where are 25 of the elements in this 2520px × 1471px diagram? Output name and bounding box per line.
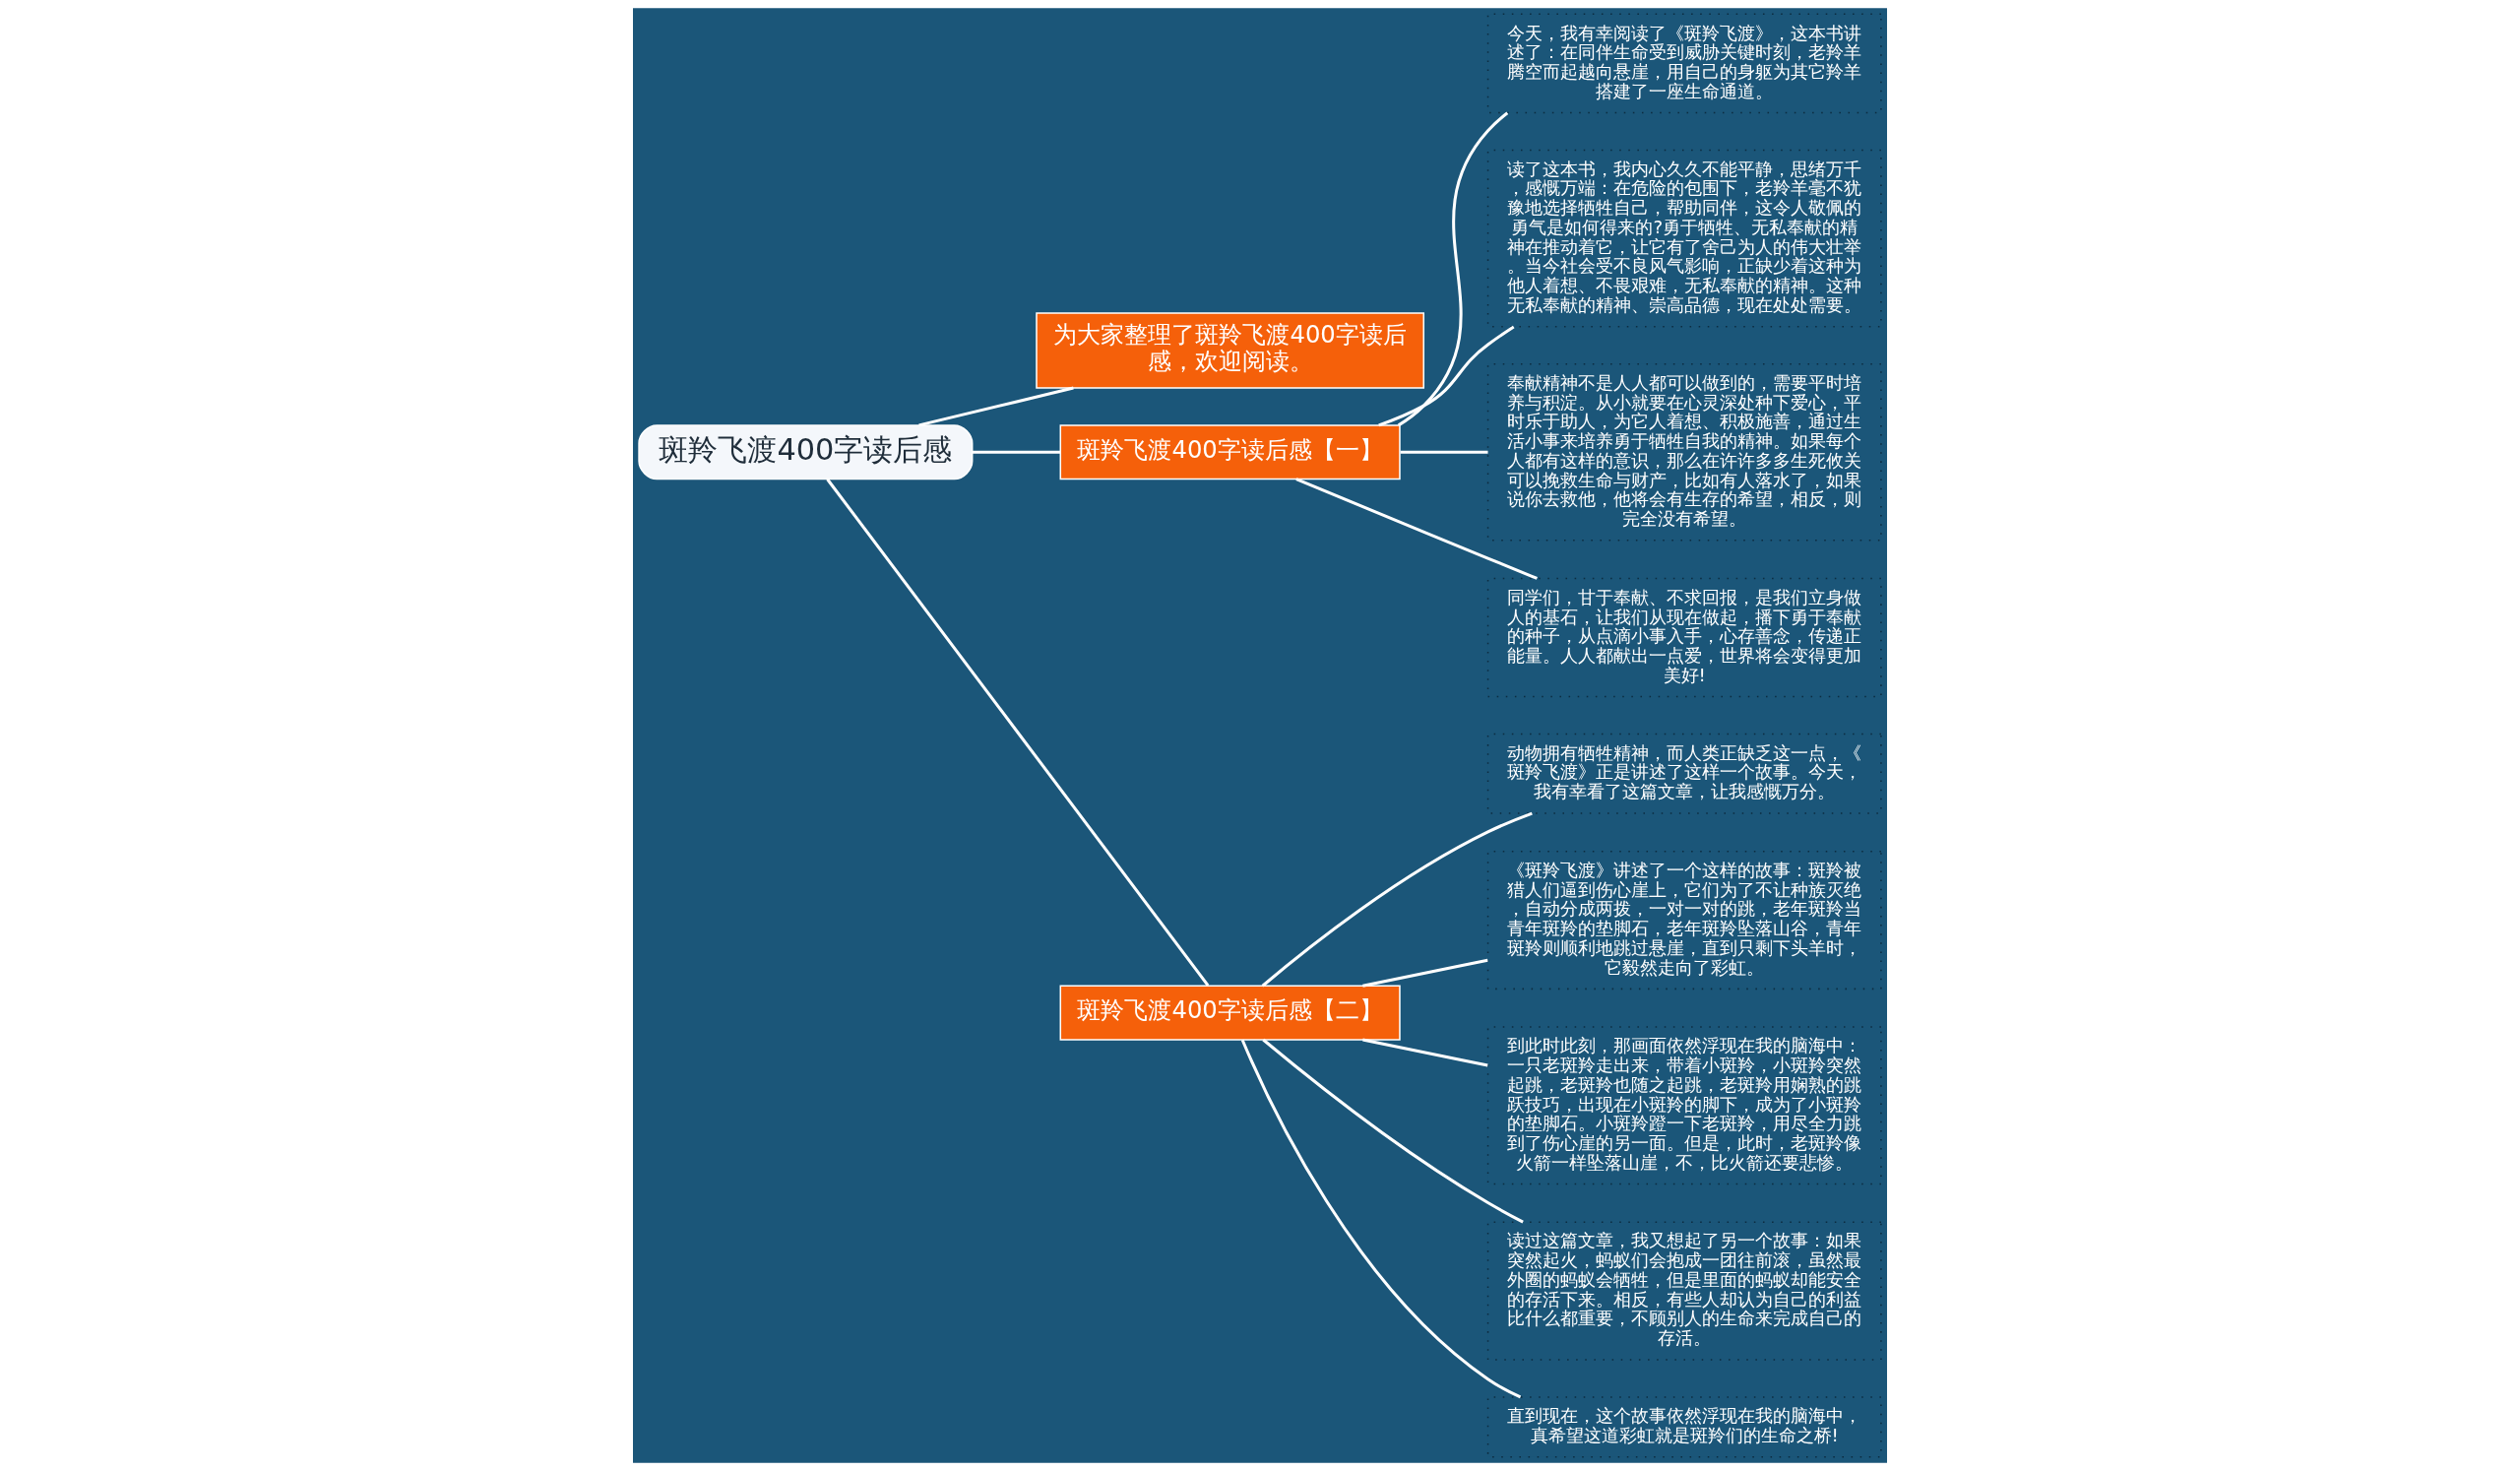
node-box: 动物拥有牺牲精神，而人类正缺乏这一点，《斑羚飞渡》正是讲述了这样一个故事。今天，我有幸看了这篇文章，让我感慨万分。	[1486, 733, 1882, 814]
connector	[1397, 111, 1509, 427]
node-box: 斑羚飞渡400字读后感【一】	[1059, 424, 1401, 480]
node-box: 斑羚飞渡400字读后感	[638, 424, 974, 480]
node-box: 到此时此刻，那画面依然浮现在我的脑海中：一只老斑羚走出来，带着小斑羚，小斑羚突然起跳，老斑羚也随之起跳，老斑羚用娴熟的跳跃技巧，出现在小斑羚的脚下，成为了小斑羚的垫脚石。小斑羚蹬一下老斑羚，用尽全力跳到了伤心崖的另一面。但是，此时，老斑羚像火箭一样坠落山崖，不，比火箭还要悲惨。	[1486, 1026, 1882, 1185]
node-box: 读过这篇文章，我又想起了另一个故事：如果突然起火，蚂蚁们会抱成一团往前滚，虽然最外圈的蚂蚁会牺牲，但是里面的蚂蚁却能安全的存活下来。相反，有些人却认为自己的利益比什么都重要，不顾别人的生命来完成自己的存活。	[1486, 1221, 1882, 1361]
connector	[1261, 811, 1533, 988]
node-box: 为大家整理了斑羚飞渡400字读后感，欢迎阅读。	[1036, 312, 1425, 389]
connector	[826, 478, 1210, 987]
node-box: 今天，我有幸阅读了《斑羚飞渡》，这本书讲述了：在同伴生命受到威胁关键时刻，老羚羊腾空而起越向悬崖，用自己的身躯为其它羚羊搭建了一座生命通道。	[1486, 13, 1882, 114]
connector	[1378, 325, 1515, 427]
connector	[972, 450, 1061, 454]
node-box: 奉献精神不是人人都可以做到的，需要平时培养与积淀。从小就要在心灵深处种下爱心，平时乐于助人，为它人着想、积极施善，通过生活小事来培养勇于牺牲自我的精神。如果每个人都有这样的意识，那么在许许多多生死攸关可以挽救生命与财产，比如有人落水了，如果说你去救他，他将会有生存的希望，相反，则完全没有希望。	[1486, 362, 1882, 542]
connector	[918, 386, 1074, 427]
connector	[1262, 1038, 1524, 1224]
node-box: 直到现在，这个故事依然浮现在我的脑海中，真希望这道彩虹就是斑羚们的生命之桥!	[1486, 1396, 1882, 1458]
node-box: 斑羚飞渡400字读后感【二】	[1059, 985, 1401, 1041]
connector	[1240, 1039, 1522, 1399]
connector	[1362, 958, 1488, 988]
connector	[1295, 478, 1538, 580]
node-box: 读了这本书，我内心久久不能平静，思绪万千，感慨万端：在危险的包围下，老羚羊毫不犹豫地选择牺牲自己，帮助同伴，这令人敬佩的勇气是如何得来的?勇于牺牲、无私奉献的精神在推动着它，让它有了舍己为人的伟大壮举。当今社会受不良风气影响，正缺少着这种为他人着想、不畏艰难，无私奉献的精神。这种无私奉献的精神、崇高品德，现在处处需要。	[1486, 149, 1882, 328]
connector	[1362, 1038, 1488, 1067]
node-box: 同学们，甘于奉献、不求回报，是我们立身做人的基石，让我们从现在做起，播下勇于奉献的种子，从点滴小事入手，心存善念，传递正能量。人人都献出一点爱，世界将会变得更加美好!	[1486, 577, 1882, 698]
node-box: 《斑羚飞渡》讲述了一个这样的故事：斑羚被猎人们逼到伤心崖上，它们为了不让种族灭绝，自动分成两拨，一对一对的跳，老年斑羚当青年斑羚的垫脚石，老年斑羚坠落山谷，青年斑羚则顺利地跳过悬崖，直到只剩下头羊时，它毅然走向了彩虹。	[1486, 850, 1882, 991]
connector	[1400, 450, 1488, 454]
